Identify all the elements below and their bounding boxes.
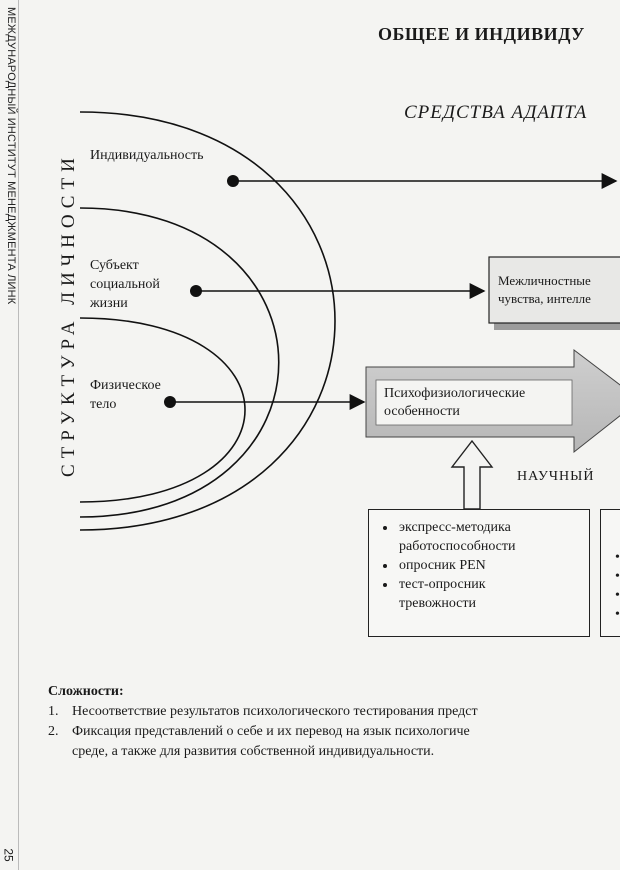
level-label-physical-body: Физическое тело (90, 376, 161, 414)
box-line: особенности (384, 404, 460, 419)
difficulty-text: Несоответствие результатов психологическ… (72, 704, 478, 719)
method-line: экспресс-методика (399, 520, 511, 535)
scientific-label: НАУЧНЫЙ (517, 469, 595, 484)
difficulties-heading: Сложности: (48, 684, 124, 699)
structure-heading: СТРУКТУРА ЛИЧНОСТИ (58, 152, 79, 477)
difficulty-number: 1. (48, 704, 59, 719)
bullet: • (615, 588, 620, 603)
difficulty-text-continued: среде, а также для развития собственной … (72, 744, 435, 759)
page-subtitle: СРЕДСТВА АДАПТА (404, 102, 588, 123)
level-label-line: Физическое (90, 378, 161, 393)
methods-box: экспресс-методика работоспособности опро… (368, 509, 590, 637)
method-item: экспресс-методика работоспособности (397, 518, 589, 556)
level-label-line: социальной (90, 277, 160, 292)
bullet: • (615, 607, 620, 622)
difficulty-number: 2. (48, 724, 59, 739)
method-line: тревожности (399, 596, 477, 611)
hollow-up-arrow (450, 439, 494, 510)
arc-inner (79, 317, 246, 503)
arc-middle (79, 207, 280, 518)
arc-outer (79, 111, 336, 531)
method-line: работоспособности (399, 539, 516, 554)
psychophysio-inner-box (375, 379, 573, 426)
box-line: чувства, интелле (498, 291, 591, 306)
level-label-line: жизни (90, 296, 128, 311)
method-item: опросник PEN (397, 556, 589, 575)
difficulties-section: Сложности: 1. Несоответствие результатов… (48, 684, 620, 762)
box-line: Психофизиологические (384, 386, 526, 401)
method-item: тест-опросник тревожности (397, 575, 589, 613)
level-label-line: Субъект (90, 258, 139, 273)
methods-box-2: • • • • (600, 509, 620, 637)
level-label-line: тело (90, 397, 117, 412)
method-line: тест-опросник (399, 577, 486, 592)
bullet: • (615, 569, 620, 584)
page-title: ОБЩЕЕ И ИНДИВИДУ (378, 24, 585, 44)
method-line: опросник PEN (399, 558, 486, 573)
interpersonal-box (488, 256, 620, 324)
difficulty-item: 1. Несоответствие результатов психологич… (48, 702, 620, 722)
level-label-social-subject: Субъект социальной жизни (90, 256, 160, 313)
interpersonal-box-text: Межличностные чувства, интелле (498, 272, 591, 308)
level-label-line: Индивидуальность (90, 148, 204, 163)
difficulty-text: Фиксация представлений о себе и их перев… (72, 724, 470, 739)
difficulty-item: 2. Фиксация представлений о себе и их пе… (48, 722, 620, 742)
level-label-individuality: Индивидуальность (90, 146, 204, 165)
margin-rule (18, 0, 19, 870)
bullet: • (615, 550, 620, 565)
methods-box-2-bullets: • • • • (615, 548, 620, 624)
box-line: Межличностные (498, 273, 591, 288)
psychophysio-box-text: Психофизиологические особенности (384, 385, 525, 421)
